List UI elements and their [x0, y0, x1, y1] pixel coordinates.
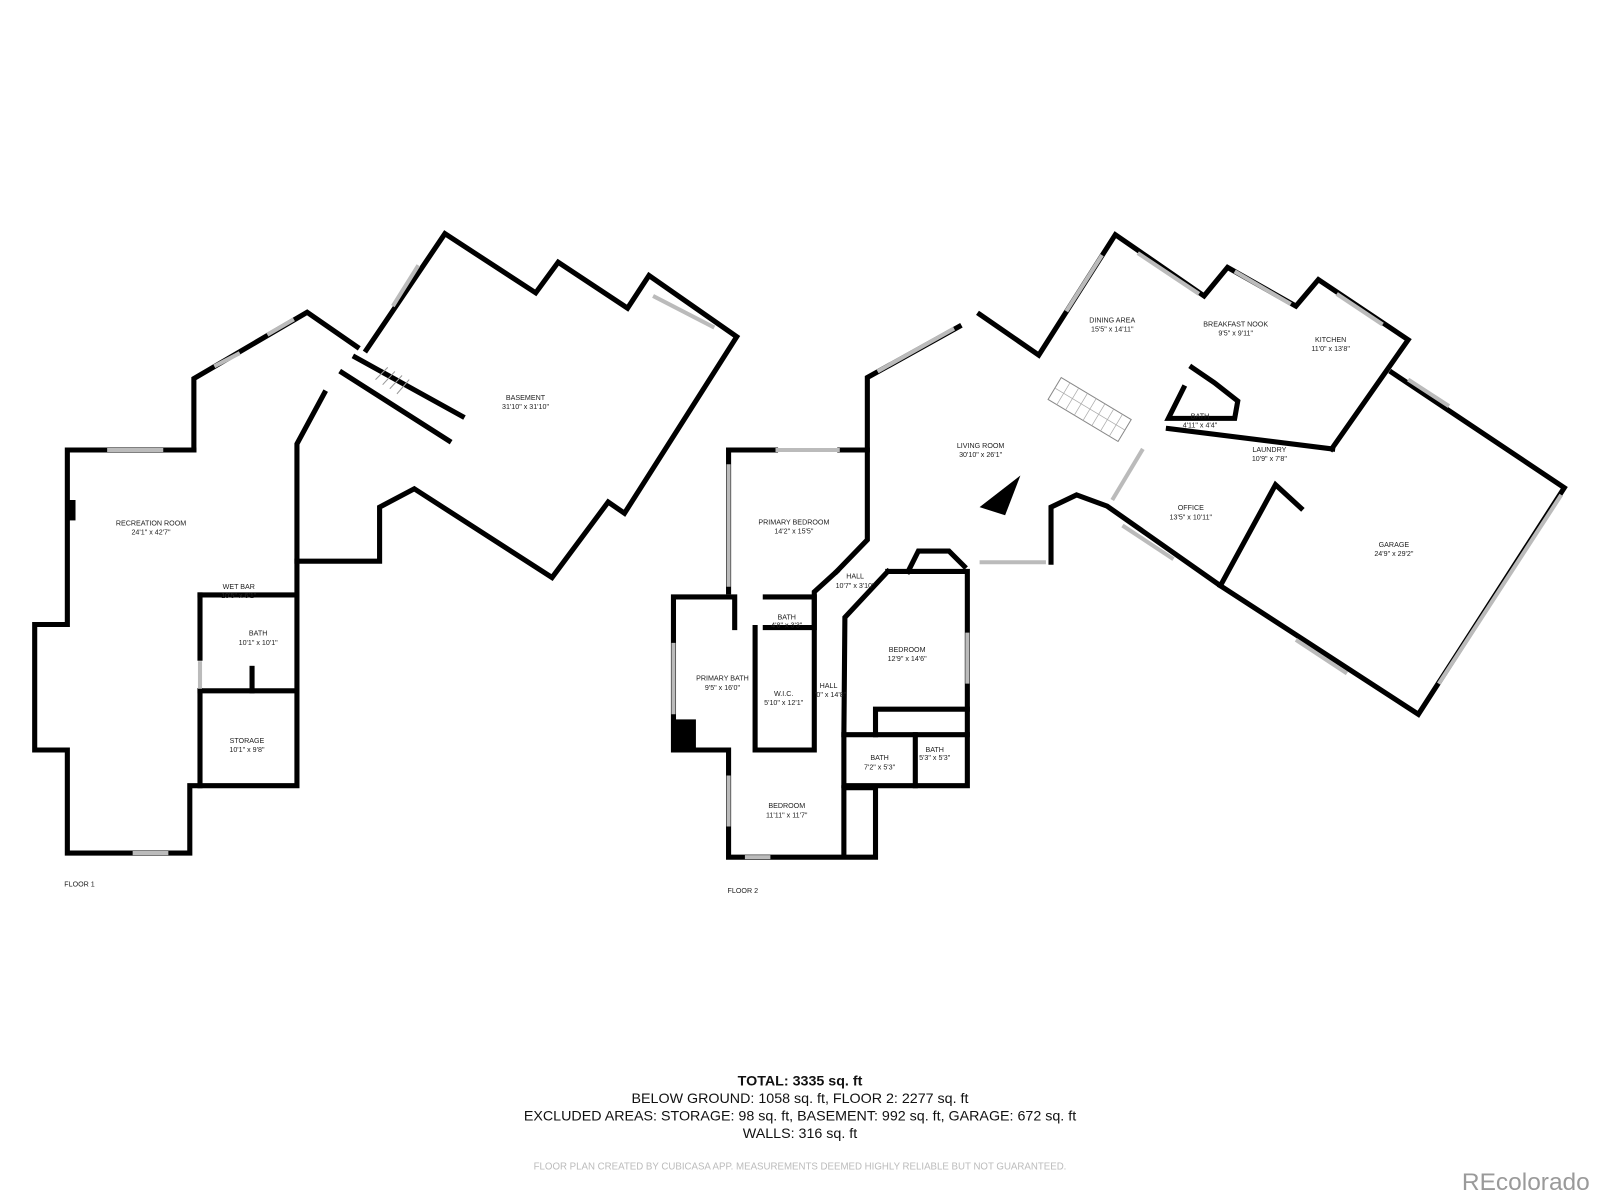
disclaimer: FLOOR PLAN CREATED BY CUBICASA APP. MEAS… [534, 1161, 1067, 1172]
room-name: BATH [777, 613, 795, 621]
stairs-icon [375, 366, 410, 395]
room-name: STORAGE [230, 737, 265, 745]
room-name: PRIMARY BEDROOM [758, 518, 829, 526]
room-name: WET BAR [223, 583, 255, 591]
room-dims: 10'1" x 10'1" [239, 639, 279, 647]
total-area: TOTAL: 3335 sq. ft [738, 1074, 863, 1090]
excluded-areas: EXCLUDED AREAS: STORAGE: 98 sq. ft, BASE… [524, 1108, 1076, 1124]
windows [107, 264, 716, 856]
room-name: BASEMENT [506, 394, 546, 402]
watermark-logo: REcolorado [1462, 1169, 1590, 1196]
room-name: OFFICE [1178, 504, 1204, 512]
floor1-labels: RECREATION ROOM 24'1" x 42'7" WET BAR 10… [64, 394, 549, 889]
room-dims: 10'9" x 7'8" [1252, 455, 1288, 463]
room-dims: 24'1" x 42'7" [131, 529, 171, 537]
room-dims: 9'5" x 9'11" [1218, 330, 1253, 338]
room-name: PRIMARY BATH [696, 675, 749, 683]
room-dims: 9'5" x 16'0" [705, 684, 741, 692]
room-dims: 11'0" x 13'8" [1311, 345, 1350, 353]
windows [671, 251, 1563, 860]
room-dims: 31'10" x 31'10" [502, 403, 549, 411]
room-name: BEDROOM [768, 802, 805, 810]
stairs-icon [1047, 376, 1132, 443]
room-dims: 12'9" x 14'6" [888, 655, 928, 663]
room-dims: 15'5" x 14'11" [1091, 326, 1134, 334]
room-name: BATH [1191, 412, 1209, 420]
room-name: DINING AREA [1089, 316, 1135, 324]
room-dims: 14'2" x 15'5" [774, 528, 814, 536]
area-line: BELOW GROUND: 1058 sq. ft, FLOOR 2: 2277… [632, 1091, 969, 1107]
walls-area: WALLS: 316 sq. ft [743, 1126, 857, 1142]
room-dims: 5'10" x 12'1" [764, 699, 804, 707]
room-dims: 13'5" x 10'11" [1170, 513, 1213, 521]
room-name: W.I.C. [774, 690, 793, 698]
room-dims: 4'8" x 3'3" [771, 622, 803, 630]
floor-label: FLOOR 2 [728, 887, 759, 895]
room-name: RECREATION ROOM [116, 520, 186, 528]
room-dims: 10'5" x 6'1" [221, 592, 257, 600]
room-dims: 5'3" x 5'3" [919, 754, 951, 762]
fireplace-icon [979, 475, 1021, 516]
tub-icon [673, 719, 696, 750]
room-name: BATH [925, 746, 943, 754]
room-name: HALL [820, 682, 838, 690]
fireplace-icon [67, 500, 76, 521]
room-dims: 4'11" x 4'4" [1183, 422, 1218, 430]
room-name: KITCHEN [1315, 336, 1346, 344]
room-dims: '0" x 14'8" [815, 691, 847, 699]
room-dims: 10'7" x 3'10" [836, 582, 876, 590]
room-name: BATH [870, 754, 888, 762]
room-name: BEDROOM [889, 646, 926, 654]
room-name: LIVING ROOM [957, 442, 1005, 450]
room-name: LAUNDRY [1252, 446, 1286, 454]
room-name: HALL [846, 573, 864, 581]
room-dims: 30'10" x 26'1" [959, 451, 1003, 459]
room-dims: 11'11" x 11'7" [766, 811, 808, 819]
floor2-walls [670, 231, 1568, 860]
room-name: GARAGE [1379, 541, 1410, 549]
room-name: BREAKFAST NOOK [1203, 321, 1268, 329]
floor1-walls [32, 230, 741, 856]
room-name: BATH [249, 630, 267, 638]
room-dims: 7'2" x 5'3" [864, 763, 896, 771]
room-dims: 24'9" x 29'2" [1374, 550, 1414, 558]
floor2-labels: LIVING ROOM 30'10" x 26'1" DINING AREA 1… [696, 316, 1414, 894]
floor-label: FLOOR 1 [64, 881, 95, 889]
room-dims: 10'1" x 9'8" [229, 746, 265, 754]
area-summary: TOTAL: 3335 sq. ft BELOW GROUND: 1058 sq… [524, 1074, 1076, 1173]
